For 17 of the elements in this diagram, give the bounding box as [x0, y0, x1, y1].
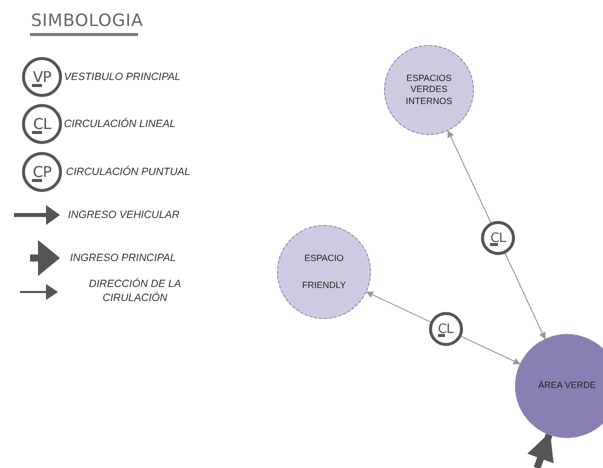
- node-label: ESPACIO: [304, 252, 344, 264]
- edge-label: CL: [428, 312, 462, 346]
- legend-text: INGRESO PRINCIPAL: [70, 251, 177, 266]
- edge-label: CL: [481, 221, 515, 255]
- legend-text: INGRESO VEHICULAR: [68, 208, 180, 222]
- node-label: ESPACIOS VERDES INTERNOS: [404, 73, 454, 107]
- node-label: ÁREA VERDE: [538, 380, 596, 392]
- legend-text: VESTIBULO PRINCIPAL: [64, 70, 182, 84]
- legend-text: CIRCULACIÓN LINEAL: [64, 117, 176, 132]
- node-label: FRIENDLY: [302, 280, 346, 292]
- legend-heading: SIMBOLOGIA: [31, 11, 144, 31]
- legend-text: CIRCULACIÓN PUNTUAL: [66, 165, 192, 180]
- legend-text: DIRECCIÓN DE LA CIRULACIÓN: [88, 277, 182, 306]
- symbol-badge: CP: [22, 152, 62, 192]
- symbol-badge: CL: [22, 104, 62, 144]
- main-entrance-arrow: [527, 432, 554, 468]
- symbol-badge: VP: [22, 57, 62, 97]
